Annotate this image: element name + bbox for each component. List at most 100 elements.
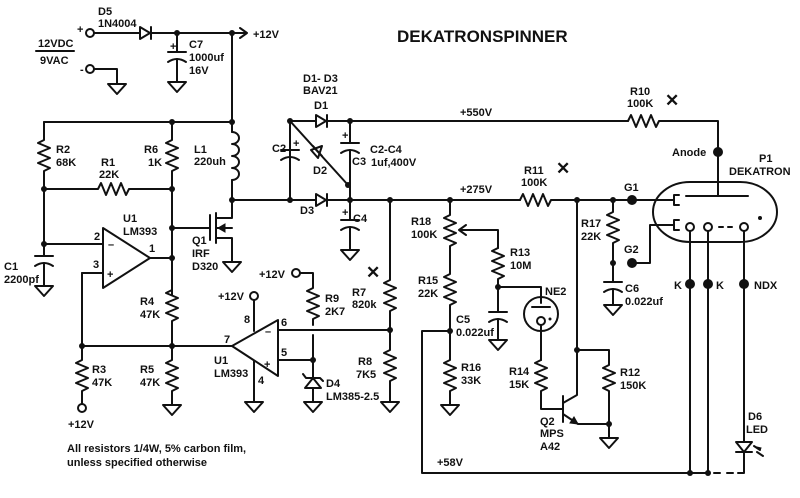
d6-value: LED [746, 424, 768, 436]
u1b-pin-6: 6 [281, 317, 287, 329]
l1-value: 220uh [194, 156, 226, 168]
capacitor-c4: + C4 [340, 199, 368, 261]
ground-icon [303, 401, 323, 413]
u1b-pin-7: 7 [224, 334, 230, 346]
resistor-r11: R11 100K ✕ [519, 159, 633, 207]
resistor-r17: R17 22K [581, 199, 620, 264]
r17-ref: R17 [581, 218, 601, 230]
note-line-2: unless specified otherwise [67, 457, 207, 469]
comparator-u1b: +12V – + 8 7 6 5 4 U1 LM393 [214, 291, 391, 413]
ground-icon [340, 249, 360, 261]
r9-ref: R9 [325, 293, 339, 305]
input-plus-sign: + [77, 24, 83, 36]
d2-ref: D2 [313, 165, 327, 177]
r7-ref: R7 [352, 287, 366, 299]
ne2-ref: NE2 [545, 286, 566, 298]
rail-58v-label: +58V [437, 457, 464, 469]
c7-value: 1000uf [189, 52, 224, 64]
cut-mark-r7: ✕ [366, 263, 380, 282]
rail-275v-label: +275V [460, 184, 493, 196]
resistor-r9: +12V R9 2K7 [259, 268, 345, 361]
resistor-r15: R15 22K [418, 261, 457, 332]
ground-icon [107, 83, 127, 95]
u1a-ref: U1 [123, 213, 137, 225]
r14-value: 15K [509, 379, 529, 391]
d1-d3-ref: D1- D3 [303, 73, 338, 85]
capacitor-c5: C5 0.022uf [456, 286, 508, 351]
u1b-pin-5: 5 [281, 347, 287, 359]
r7-value: 820k [352, 299, 377, 311]
q2-ref: Q2 [540, 416, 555, 428]
ndx-label: NDX [754, 280, 778, 292]
c3-polarity: + [342, 130, 348, 142]
transistor-q2: Q2 MPS A42 [540, 199, 610, 453]
c3-ref: C3 [352, 156, 366, 168]
ground-icon [488, 339, 508, 351]
p1-ref: P1 [759, 153, 772, 165]
resistor-r8: R8 7K5 [356, 329, 400, 413]
r13-ref: R13 [510, 247, 530, 259]
r5-value: 47K [140, 377, 160, 389]
q1-value-2: D320 [192, 261, 218, 273]
schematic-title: DEKATRONSPINNER [397, 27, 568, 46]
g2-label: G2 [624, 244, 639, 256]
power-input: 12VDC 9VAC + - [35, 24, 127, 95]
c1-ref: C1 [4, 261, 18, 273]
resistor-r3: R3 47K +12V [68, 345, 112, 431]
r2-ref: R2 [56, 144, 70, 156]
k-pin-1 [685, 279, 695, 289]
input-voltage-ac: 9VAC [40, 55, 69, 67]
q1-value-1: IRF [192, 248, 210, 260]
u1b-minus: – [265, 326, 271, 338]
g1-pin [627, 195, 637, 205]
zener-d4: D4 LM385-2.5 [302, 359, 379, 413]
capacitor-c3: + C3 C2-C4 1uf,400V [340, 120, 417, 201]
resistor-r2: R2 68K [37, 121, 76, 190]
d6-ref: D6 [748, 411, 762, 423]
k-pin-2 [703, 279, 713, 289]
g2-pin [627, 258, 637, 268]
r6-value: 1K [148, 157, 162, 169]
r6-ref: R6 [144, 144, 158, 156]
ground-icon [603, 304, 623, 316]
potentiometer-r18: R18 100K [411, 199, 499, 263]
k-label-1: K [674, 280, 682, 292]
r3-supply-label: +12V [68, 419, 95, 431]
p1-value: DEKATRON [729, 166, 791, 178]
c2-c4-ref: C2-C4 [370, 144, 403, 156]
c5-ref: C5 [456, 314, 470, 326]
ground-icon [244, 401, 264, 413]
r15-ref: R15 [418, 275, 438, 287]
resistor-r13: R13 10M [491, 247, 531, 288]
r13-value: 10M [510, 260, 531, 272]
r10-value: 100K [627, 98, 653, 110]
c4-polarity: + [342, 207, 348, 219]
rail-12v-label: +12V [253, 29, 280, 41]
r17-value: 22K [581, 231, 601, 243]
ground-icon [599, 437, 619, 449]
l1-ref: L1 [194, 144, 207, 156]
cut-mark-r11: ✕ [556, 159, 570, 178]
q1-ref: Q1 [192, 235, 207, 247]
c5-value: 0.022uf [456, 327, 494, 339]
u1a-pin-2: 2 [94, 231, 100, 243]
d5-value: 1N4004 [98, 18, 137, 30]
resistor-r7: R7 820k ✕ [352, 199, 397, 331]
r4-ref: R4 [140, 296, 155, 308]
r3-ref: R3 [92, 364, 106, 376]
junction [687, 470, 693, 476]
r15-value: 22K [418, 288, 438, 300]
d4-value: LM385-2.5 [326, 391, 379, 403]
c7-ref: C7 [189, 39, 203, 51]
c2-c4-value: 1uf,400V [371, 157, 417, 169]
r12-ref: R12 [620, 367, 640, 379]
ground-icon [222, 261, 242, 273]
resistor-r16: R16 33K [440, 330, 481, 416]
diode-d2: D2 [289, 120, 349, 186]
ndx-pin [739, 279, 749, 289]
ground-icon [167, 81, 187, 93]
junction [606, 421, 612, 427]
d5-ref: D5 [98, 6, 112, 18]
r9-value: 2K7 [325, 306, 345, 318]
anode-pin [713, 147, 723, 157]
